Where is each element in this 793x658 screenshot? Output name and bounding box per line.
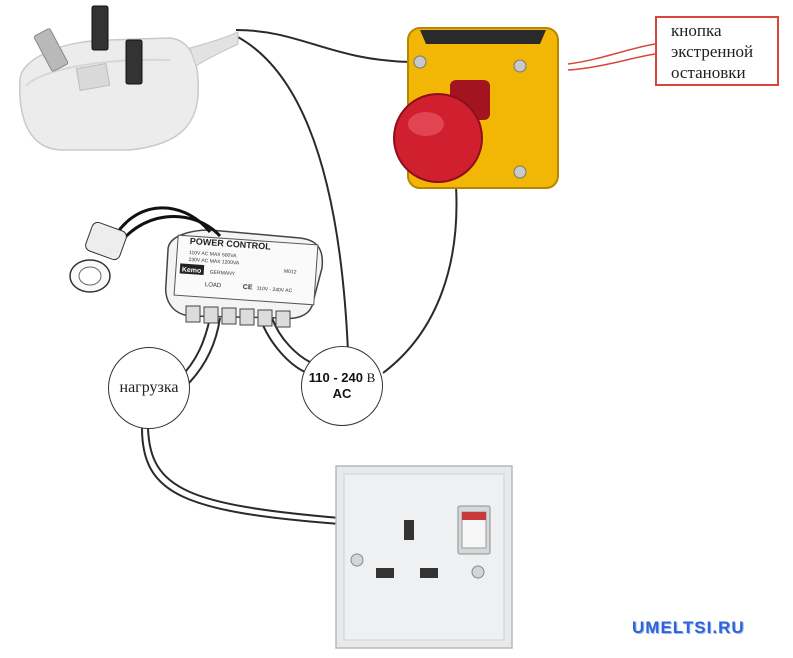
ac-voltage-unit: B — [366, 370, 376, 385]
module-spec-line1: 110V AC MAX 500VA — [189, 250, 238, 259]
wall-socket-icon — [335, 465, 513, 649]
module-origin: GERMANY — [210, 269, 236, 277]
load-label: нагрузка — [108, 347, 190, 429]
ac-current-type: AC — [332, 386, 352, 401]
wire-load-to-socket-b — [141, 427, 341, 525]
wire-module-ac-b — [271, 317, 311, 363]
power-control-module: POWER CONTROL 110V AC MAX 500VA 230V AC … — [164, 229, 324, 328]
callout-line-2: экстренной — [671, 42, 754, 61]
wires — [141, 29, 458, 525]
wire-load-to-socket-a — [147, 427, 341, 519]
wire-plug-to-ac-terminal — [235, 35, 349, 353]
callout-leader — [567, 43, 656, 71]
module-spec-line2: 230V AC MAX 1200VA — [188, 257, 240, 267]
ac-voltage-range: 110 - 240 — [308, 370, 363, 385]
wire-button-to-ac-terminal — [382, 185, 458, 374]
ac-input-label: 110 - 240 B AC — [301, 346, 383, 426]
watermark: UMELTSI.RU — [632, 618, 745, 637]
module-brand: Kemo — [182, 267, 202, 275]
emergency-stop-button-icon — [393, 27, 559, 189]
module-ce-mark: CE — [243, 284, 254, 292]
lamp-holder-icon — [69, 206, 222, 293]
module-model: M012 — [284, 269, 297, 276]
ac-voltage-line: 110 - 240 B — [309, 370, 376, 386]
module-load-label: LOAD — [205, 282, 222, 289]
load-label-text: нагрузка — [119, 379, 179, 396]
uk-plug-icon — [19, 5, 239, 151]
wire-plug-to-button — [235, 29, 411, 63]
module-input-label: 110V - 240V AC — [257, 286, 293, 294]
callout-line-1: кнопка — [671, 21, 722, 40]
callout-line-3: остановки — [671, 63, 746, 82]
wire-module-load-b — [183, 317, 221, 389]
emergency-stop-callout: кнопка экстренной остановки — [655, 16, 779, 86]
